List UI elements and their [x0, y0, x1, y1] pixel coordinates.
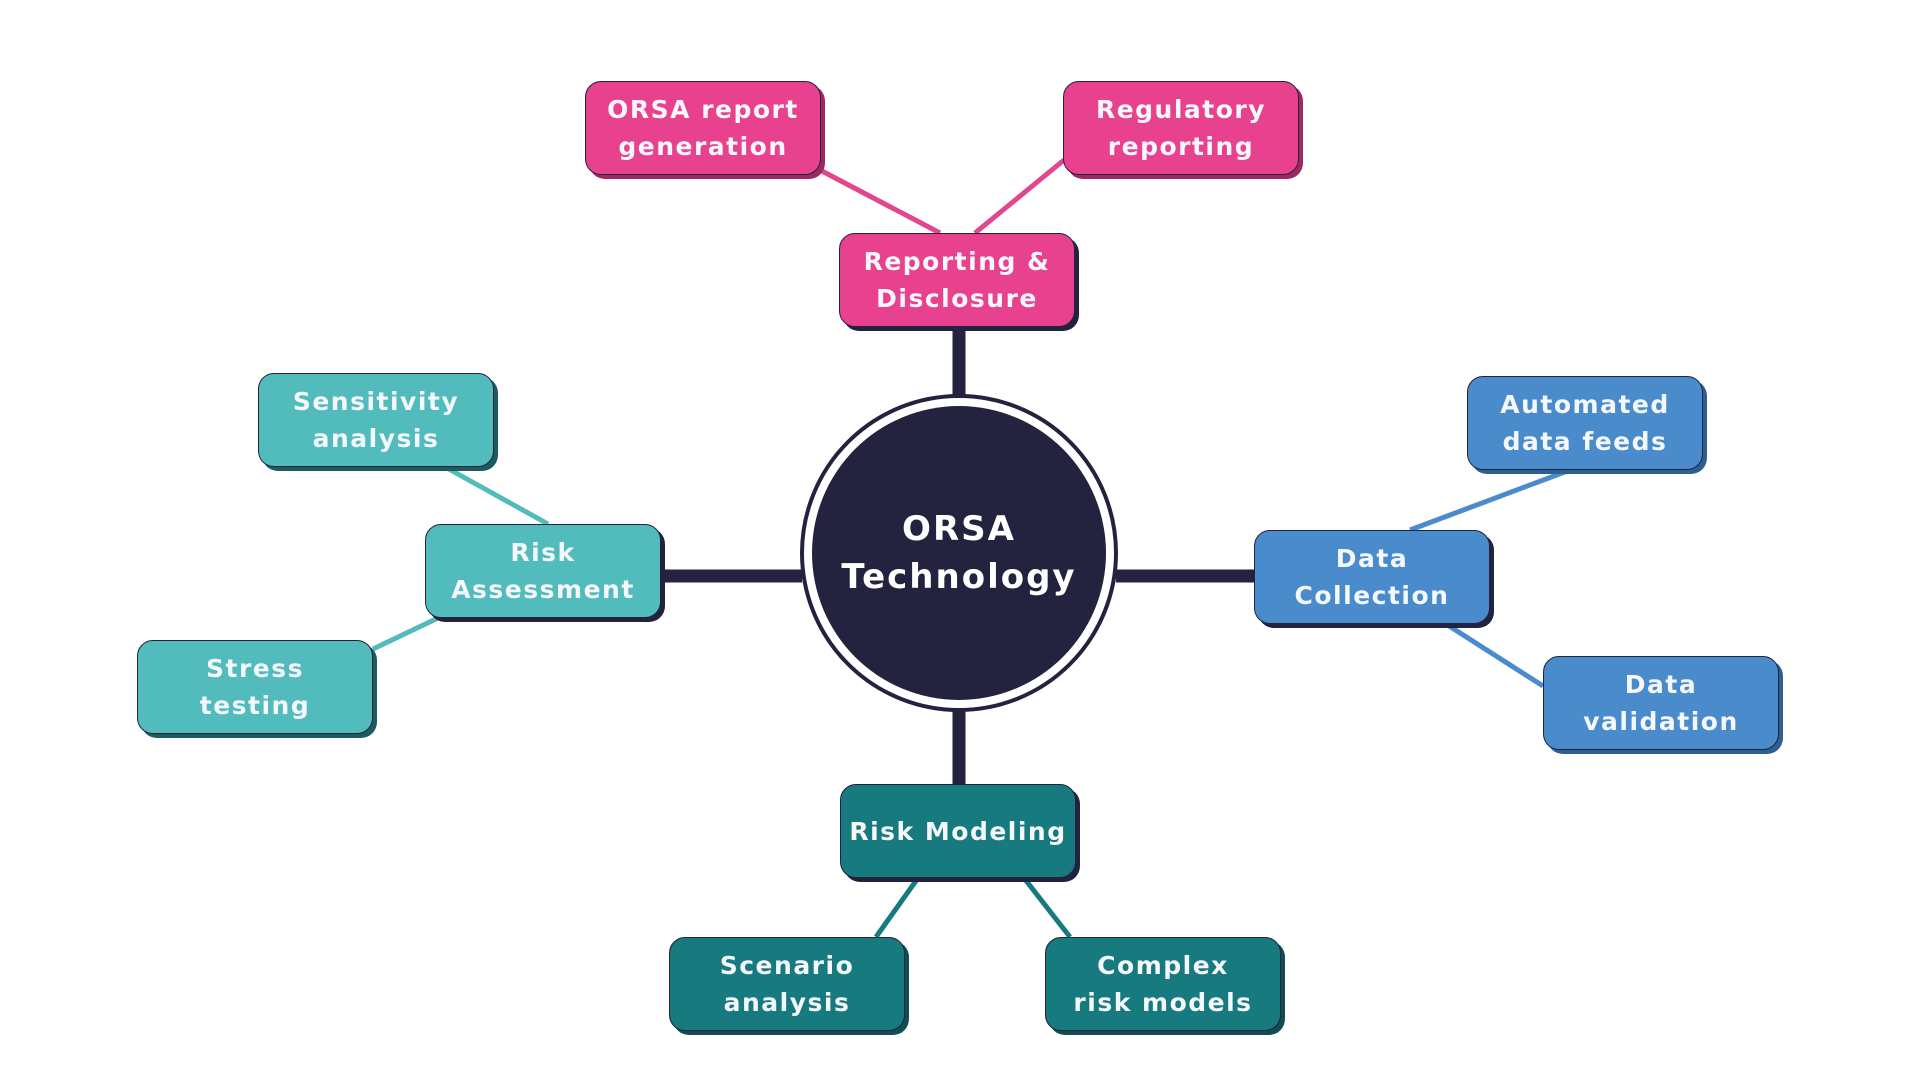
node-automated-data-feeds[interactable]: Automated data feeds — [1467, 376, 1703, 470]
link-regulatory — [973, 158, 1066, 235]
link-automated — [1409, 467, 1571, 533]
node-complex-risk-models[interactable]: Complex risk models — [1045, 937, 1281, 1031]
node-scenario-analysis[interactable]: Scenario analysis — [669, 937, 905, 1031]
node-reporting-disclosure[interactable]: Reporting & Disclosure — [839, 233, 1075, 327]
node-orsa-report-generation[interactable]: ORSA report generation — [585, 81, 821, 175]
node-data-collection[interactable]: Data Collection — [1254, 530, 1490, 624]
link-stress — [371, 615, 440, 652]
node-risk-modeling[interactable]: Risk Modeling — [840, 784, 1076, 878]
center-node-fill: ORSA Technology — [812, 406, 1106, 700]
link-scenario — [873, 876, 921, 939]
node-regulatory-reporting[interactable]: Regulatory reporting — [1063, 81, 1299, 175]
center-node[interactable]: ORSA Technology — [800, 394, 1118, 712]
center-title-line1: ORSA — [902, 509, 1016, 549]
node-data-validation[interactable]: Data validation — [1543, 656, 1779, 750]
node-stress-testing[interactable]: Stress testing — [137, 640, 373, 734]
link-orsa-report — [818, 167, 942, 236]
node-sensitivity-analysis[interactable]: Sensitivity analysis — [258, 373, 494, 467]
center-title-line2: Technology — [841, 557, 1077, 597]
link-validation — [1444, 621, 1545, 689]
link-complex — [1022, 876, 1072, 939]
node-risk-assessment[interactable]: Risk Assessment — [425, 524, 661, 618]
link-sensitivity — [445, 465, 550, 527]
